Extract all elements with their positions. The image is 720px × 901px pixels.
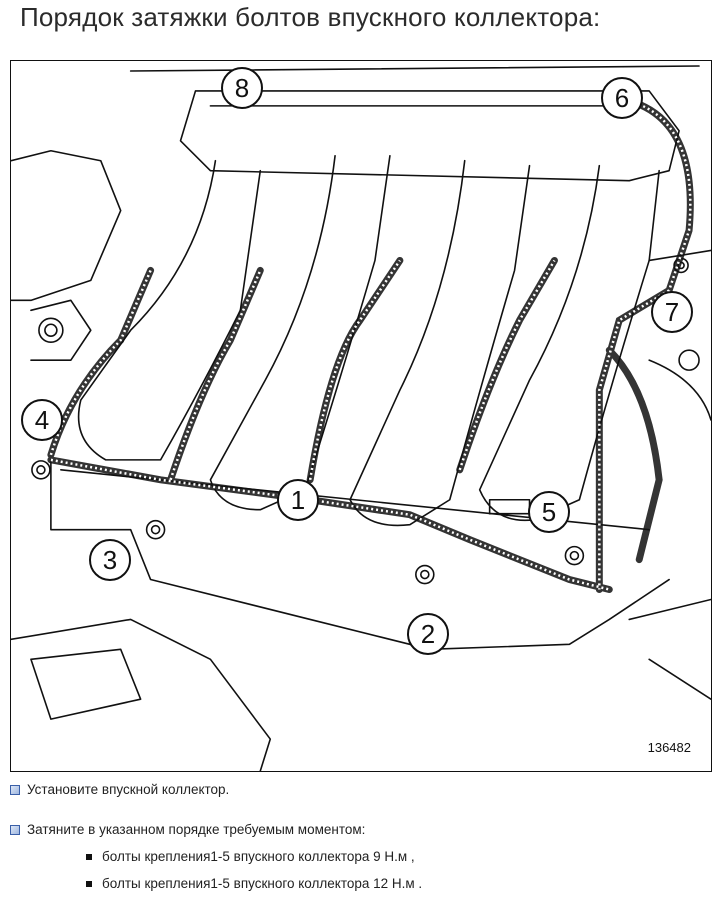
callout-7: 7 xyxy=(651,291,693,333)
callout-3: 3 xyxy=(89,539,131,581)
callout-4: 4 xyxy=(21,399,63,441)
callout-2: 2 xyxy=(407,613,449,655)
figure-code: 136482 xyxy=(645,740,693,755)
torque-bullet-2-text: болты крепления1-5 впускного коллектора … xyxy=(102,876,423,891)
instruction-tighten-text: Затяните в указанном порядке требуемым м… xyxy=(27,822,366,837)
torque-bullet-1: болты крепления1-5 впускного коллектора … xyxy=(86,849,415,864)
callout-8: 8 xyxy=(221,67,263,109)
instruction-install-text: Установите впускной коллектор. xyxy=(27,782,230,797)
callout-1: 1 xyxy=(277,479,319,521)
callout-5: 5 xyxy=(528,491,570,533)
callout-6: 6 xyxy=(601,77,643,119)
bullet-icon xyxy=(86,880,92,887)
bullet-icon xyxy=(86,853,92,860)
instruction-tighten: Затяните в указанном порядке требуемым м… xyxy=(10,822,365,837)
checkbox-icon xyxy=(10,824,20,835)
manifold-line-drawing xyxy=(11,65,711,771)
page-title: Порядок затяжки болтов впускного коллект… xyxy=(20,2,601,32)
torque-bullet-1-text: болты крепления1-5 впускного коллектора … xyxy=(102,849,415,864)
torque-bullet-2: болты крепления1-5 впускного коллектора … xyxy=(86,876,422,891)
checkbox-icon xyxy=(10,784,20,795)
instruction-install: Установите впускной коллектор. xyxy=(10,782,229,797)
intake-manifold-diagram: 1 2 3 4 5 6 7 8 136482 xyxy=(10,60,712,772)
